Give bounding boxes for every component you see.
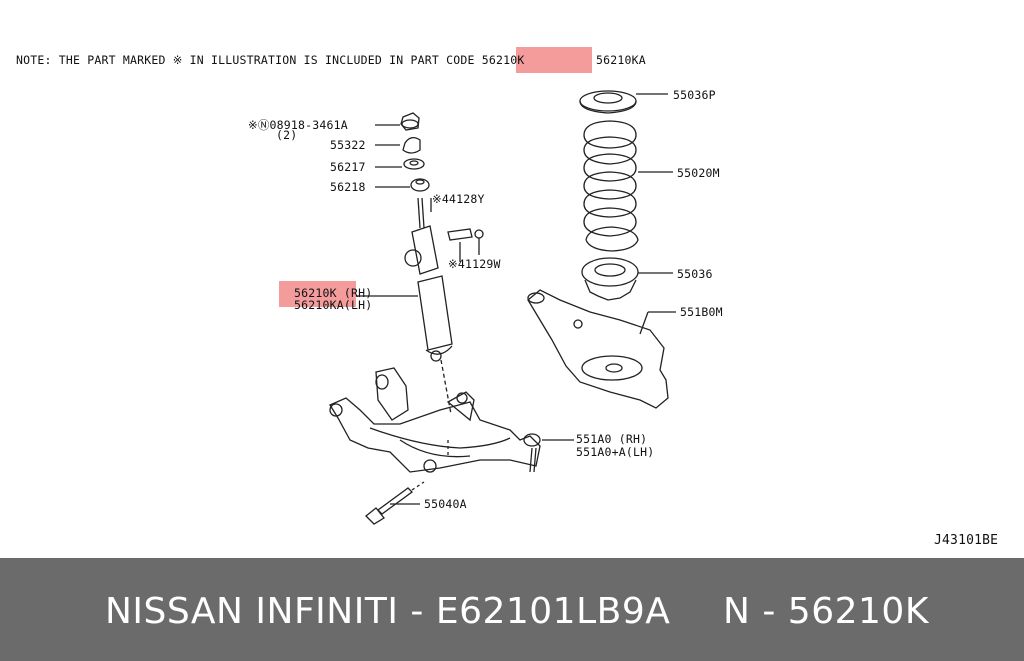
label-56218: 56218 (330, 180, 366, 194)
footer-bar: NISSAN INFINITI - E62101LB9A N - 56210K (0, 558, 1024, 661)
label-55040A: 55040A (424, 497, 467, 511)
label-551B0M: 551B0M (680, 305, 723, 319)
upper-spring-seat-55036P (579, 90, 668, 114)
label-55020M: 55020M (677, 166, 720, 180)
drawing-code: J43101BE (934, 533, 999, 548)
lower-link-551B0M (527, 289, 676, 409)
label-551A0A-lh: 551A0+A(LH) (576, 445, 655, 459)
parts-diagram: NOTE: THE PART MARKED ※ IN ILLUSTRATION … (16, 47, 999, 548)
label-56217: 56217 (330, 160, 366, 174)
bolt-55040A (365, 481, 425, 525)
label-56210KA-lh: 56210KA(LH) (294, 298, 373, 312)
label-56210K-rh: 56210K (RH) (294, 286, 373, 300)
label-08918-qty: (2) (276, 128, 298, 142)
footer-catalog-code: NISSAN INFINITI - E62101LB9A (105, 591, 671, 632)
label-55036: 55036 (677, 267, 713, 281)
highlight-top (516, 47, 592, 73)
label-41129W: ※41129W (448, 257, 501, 271)
label-55322: 55322 (330, 138, 366, 152)
mount-hardware (375, 112, 430, 192)
label-44128Y: ※44128Y (432, 192, 485, 206)
footer-part-number: N - 56210K (723, 591, 929, 632)
lower-spring-seat-55036 (581, 257, 673, 301)
highlight-part (279, 281, 356, 307)
label-08918-3461A: ※Ⓝ08918-3461A (248, 118, 348, 132)
shock-absorber-56210K (356, 197, 484, 415)
label-551A0-rh: 551A0 (RH) (576, 432, 648, 446)
label-55036P: 55036P (673, 88, 716, 102)
note-alt-code: 56210KA (596, 53, 646, 67)
illustration-note: NOTE: THE PART MARKED ※ IN ILLUSTRATION … (16, 53, 525, 67)
parts-illustration (329, 90, 676, 525)
coil-spring-55020M (583, 120, 673, 252)
lower-arm-551A0 (329, 367, 574, 473)
